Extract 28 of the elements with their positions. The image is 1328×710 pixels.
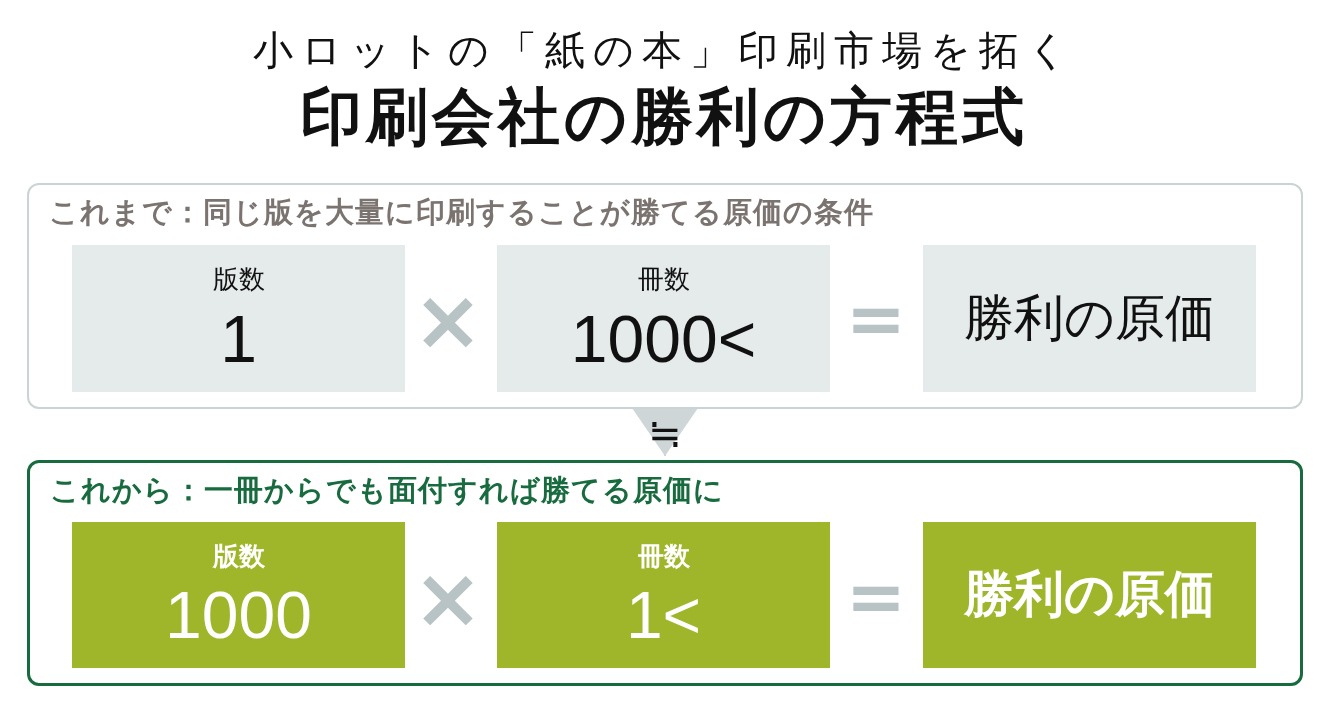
factor-label: 冊数 [637,265,690,294]
result-box [923,522,1256,668]
panel-heading: これから：一冊からでも面付すれば勝てる原価に [50,473,724,508]
factor-box [497,522,830,668]
factor-label: 版数 [212,265,265,294]
factor-box [72,522,405,668]
factor-value: 1< [625,582,702,649]
subtitle: 小ロットの「紙の本」印刷市場を拓く [252,26,1076,74]
factor-value: 1 [220,305,257,372]
result-text: 勝利の原価 [964,289,1215,348]
comparison-panel [27,460,1303,686]
factor-label: 版数 [212,541,265,571]
edge-label: ≒ [648,412,682,453]
result-text: 勝利の原価 [964,566,1215,624]
panel-heading: これまで：同じ版を大量に印刷することが勝てる原価の条件 [49,195,874,230]
title: 印刷会社の勝利の方程式 [300,80,1028,155]
factor-value: 1000 [165,582,312,649]
comparison-panel [27,183,1303,409]
factor-box [497,245,830,392]
wedge-arrow [632,408,698,457]
multiply-sign: × [412,556,484,640]
multiply-sign: × [412,278,484,362]
equals-sign: = [845,282,907,354]
factor-value: 1000< [570,305,757,372]
equals-sign: = [845,560,907,632]
factor-label: 冊数 [637,541,690,571]
result-box [923,245,1256,392]
factor-box [72,245,405,392]
